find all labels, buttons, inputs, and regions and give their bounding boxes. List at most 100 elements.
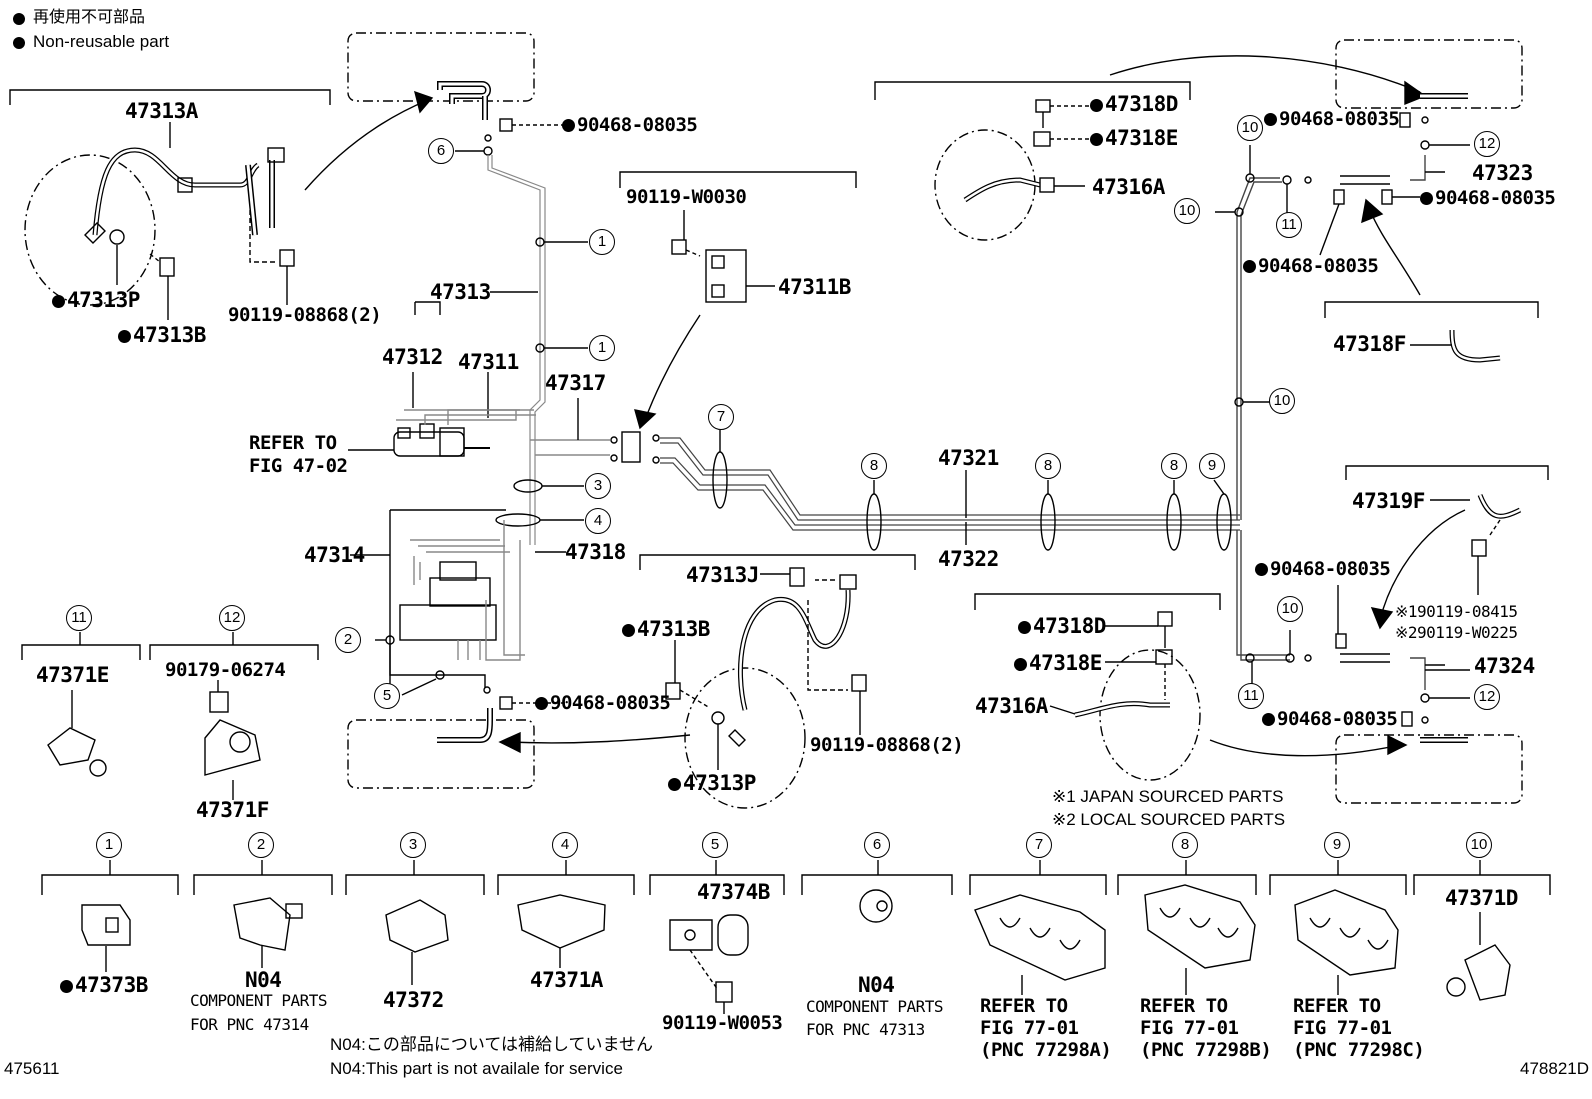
note-local-sourced: ※2 LOCAL SOURCED PARTS [1052,810,1286,829]
part-47319F: 47319F [1352,489,1425,513]
part-47318F: 47318F [1333,332,1406,356]
callout-8: 8 [1035,453,1061,479]
callout-7: 7 [708,404,734,430]
part-47318E-top-label: 47318E [1105,126,1178,150]
part-47324: 47324 [1474,654,1535,678]
part-47313J: 47313J [686,563,759,587]
callout-1: 1 [96,832,122,858]
code-right: 478821D [1520,1059,1590,1078]
part-47374B: 47374B [697,880,770,904]
non-reusable-dot-icon [668,778,681,791]
part-90119-W0030: 90119-W0030 [626,186,747,208]
part-90468-top: 90468-08035 [562,114,698,136]
non-reusable-dot-icon [1264,113,1277,126]
callout-6: 6 [864,832,890,858]
part-90179-06274: 90179-06274 [165,659,286,681]
fig-77-01-8: FIG 77-01 [1140,1017,1239,1039]
non-reusable-dot-icon [60,980,73,993]
part-47311: 47311 [458,350,519,374]
part-90468-top-label: 90468-08035 [577,114,698,136]
fig-77-01-7: FIG 77-01 [980,1017,1079,1039]
part-47311B: 47311B [778,275,851,299]
note-japan-sourced: ※1 JAPAN SOURCED PARTS [1052,787,1284,806]
callout-5: 5 [702,832,728,858]
non-reusable-dot-icon [1090,99,1103,112]
non-reusable-dot-icon [622,624,635,637]
part-47371E: 47371E [36,663,109,687]
non-reusable-dot-icon [1420,192,1433,205]
non-reusable-dot-icon [1014,658,1027,671]
part-47313B-mid-label: 47313B [637,617,710,641]
part-47313B-mid: 47313B [622,619,710,640]
callout-11: 11 [66,605,92,631]
part-47313P-mid-label: 47313P [683,771,756,795]
non-reusable-dot-icon [1243,260,1256,273]
callout-3: 3 [585,473,611,499]
part-90468-r3-label: 90468-08035 [1258,255,1379,277]
part-47318E-mid-label: 47318E [1029,651,1102,675]
part-90468-mid-label: 90468-08035 [550,692,671,714]
callout-7: 7 [1026,832,1052,858]
refer-to-8: REFER TO [1140,995,1228,1017]
part-90468-r5: 90468-08035 [1262,708,1398,730]
part-290119: ※290119-W0225 [1395,623,1518,642]
part-47321: 47321 [938,446,999,470]
callout-9: 9 [1199,453,1225,479]
part-90468-r1-label: 90468-08035 [1279,108,1400,130]
pnc-77298A: (PNC 77298A) [980,1039,1112,1061]
component-parts-a: COMPONENT PARTS [190,991,328,1010]
part-47323: 47323 [1472,161,1533,185]
callout-4: 4 [552,832,578,858]
part-190119: ※190119-08415 [1395,602,1518,621]
non-reusable-dot-icon [1262,713,1275,726]
callout-12: 12 [219,605,245,631]
callout-12: 12 [1474,684,1500,710]
part-90119-08868-top: 90119-08868(2) [228,304,382,326]
part-47313B-top: 47313B [118,325,206,346]
part-47318E-top: 47318E [1090,128,1178,149]
callout-1: 1 [589,335,615,361]
part-47313P-top-label: 47313P [67,288,140,312]
callout-10: 10 [1269,388,1295,414]
callout-10: 10 [1277,596,1303,622]
part-47313B-top-label: 47313B [133,323,206,347]
part-90468-r1: 90468-08035 [1264,108,1400,130]
callout-2: 2 [248,832,274,858]
n04-label-a: N04 [245,968,282,992]
callout-8: 8 [861,453,887,479]
refer-to-label: REFER TO [249,432,337,454]
part-47313P-top: 47313P [52,290,140,311]
part-47318: 47318 [565,540,626,564]
non-reusable-dot-icon [118,330,131,343]
callout-4: 4 [585,508,611,534]
callout-10: 10 [1174,198,1200,224]
callout-10: 10 [1237,115,1263,141]
non-reusable-dot-icon [1018,621,1031,634]
part-47318D-mid: 47318D [1018,616,1106,637]
part-47312: 47312 [382,345,443,369]
part-47318D-top: 47318D [1090,94,1178,115]
part-47317: 47317 [545,371,606,395]
part-47371F: 47371F [196,798,269,822]
part-47316A-top: 47316A [1092,175,1165,199]
fig-77-01-9: FIG 77-01 [1293,1017,1392,1039]
part-90468-mid: 90468-08035 [535,692,671,714]
part-47318D-mid-label: 47318D [1033,614,1106,638]
part-47373B: 47373B [60,975,148,996]
for-pnc-47314: FOR PNC 47314 [190,1015,309,1034]
part-90468-r5-label: 90468-08035 [1277,708,1398,730]
legend-jp: 再使用不可部品 [33,9,146,26]
n04-label-b: N04 [858,973,895,997]
callout-9: 9 [1324,832,1350,858]
legend-en: Non-reusable part [33,32,170,51]
part-90468-r3: 90468-08035 [1243,255,1379,277]
part-90468-r2-label: 90468-08035 [1435,187,1556,209]
non-reusable-dot-icon [52,295,65,308]
callout-8: 8 [1161,453,1187,479]
fig-47-02-label: FIG 47-02 [249,455,348,477]
for-pnc-47313: FOR PNC 47313 [806,1020,925,1039]
non-reusable-dot-icon [1255,563,1268,576]
footer-note-jp: N04:この部品については補給していません [330,1035,654,1054]
pnc-77298C: (PNC 77298C) [1293,1039,1425,1061]
